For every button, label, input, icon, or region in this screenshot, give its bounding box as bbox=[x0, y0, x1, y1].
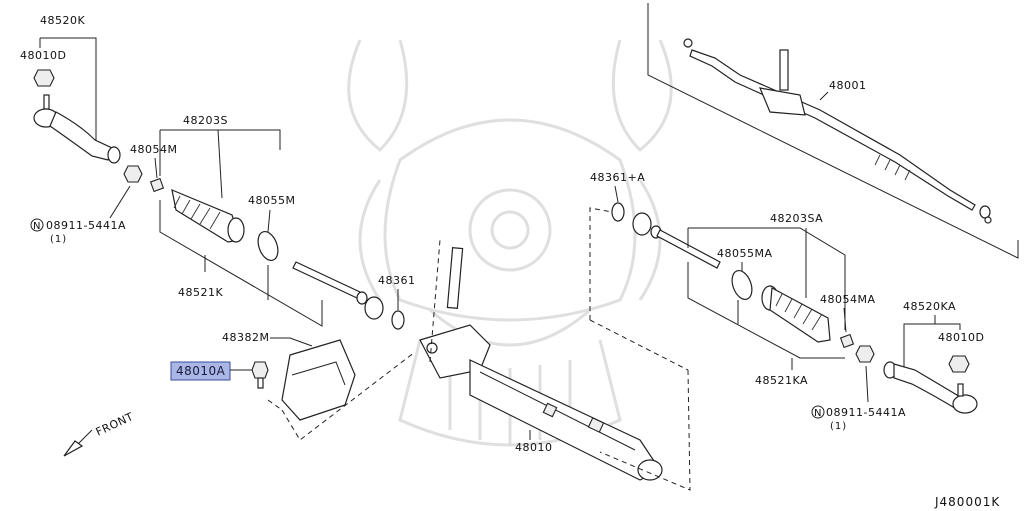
callout-48203SA: 48203SA bbox=[770, 212, 823, 225]
callout-48521KA: 48521KA bbox=[755, 374, 808, 387]
bracket-48520KA bbox=[903, 315, 936, 368]
bracket-48521KA bbox=[687, 262, 845, 359]
callout-48055M: 48055M bbox=[248, 194, 295, 207]
callout-48054M: 48054M bbox=[130, 143, 177, 156]
lock-nut-right bbox=[855, 345, 875, 363]
tie-rod-end-48520K bbox=[33, 94, 121, 164]
callout-08911-left: 08911-5441A bbox=[46, 219, 126, 232]
callout-48521K: 48521K bbox=[178, 286, 223, 299]
callout-48001: 48001 bbox=[829, 79, 867, 92]
n-mark-left: N bbox=[30, 218, 44, 232]
bracket-48203S bbox=[160, 129, 281, 150]
callout-48010: 48010 bbox=[515, 441, 553, 454]
hex-nut-48010D-left bbox=[33, 69, 55, 87]
callout-08911-right-qty: (1) bbox=[830, 421, 847, 432]
frame-48001 bbox=[647, 3, 1019, 259]
svg-text:N: N bbox=[33, 221, 41, 232]
boot-band-48055MA bbox=[731, 269, 753, 301]
callout-48361A: 48361+A bbox=[590, 171, 645, 184]
samurai-helmet-watermark-icon bbox=[347, 39, 673, 447]
inner-tie-rod-48521KA bbox=[632, 212, 721, 269]
front-label: FRONT bbox=[94, 410, 136, 439]
boot-band-48055M bbox=[257, 230, 279, 262]
bracket-48203SA bbox=[688, 227, 846, 330]
ring-48361A bbox=[611, 202, 625, 222]
inner-tie-rod-48521K bbox=[292, 261, 384, 320]
callout-48382M: 48382M bbox=[222, 331, 269, 344]
callout-48361: 48361 bbox=[378, 274, 416, 287]
n-mark-right: N bbox=[811, 405, 825, 419]
bolt-48010A bbox=[251, 361, 269, 389]
bracket-48521K bbox=[159, 200, 323, 327]
svg-text:N: N bbox=[814, 408, 822, 419]
callout-48055MA: 48055MA bbox=[717, 247, 773, 260]
bracket-48520K bbox=[39, 37, 97, 150]
rack-cover-48382M bbox=[281, 339, 356, 421]
boot-clip-48054M bbox=[149, 177, 165, 193]
steering-gear-overview-48001 bbox=[683, 38, 992, 224]
lock-nut-left bbox=[123, 165, 143, 183]
callout-48010D-left: 48010D bbox=[20, 49, 66, 62]
tie-rod-end-48520KA bbox=[883, 361, 978, 414]
callout-48520KA: 48520KA bbox=[903, 300, 956, 313]
steering-boot-48203SA bbox=[761, 285, 831, 343]
callout-48054MA: 48054MA bbox=[820, 293, 876, 306]
ring-48361 bbox=[391, 310, 405, 330]
callout-08911-left-qty: (1) bbox=[50, 234, 67, 245]
hex-nut-48010D-right bbox=[948, 355, 970, 373]
callout-48520K: 48520K bbox=[40, 14, 85, 27]
front-arrow-icon bbox=[63, 429, 93, 457]
diagram-code: J480001K bbox=[934, 495, 1000, 509]
boot-clip-48054MA bbox=[839, 333, 855, 349]
steering-gear-48010 bbox=[419, 247, 663, 481]
callout-48203S: 48203S bbox=[183, 114, 228, 127]
callout-48010D-right: 48010D bbox=[938, 331, 984, 344]
highlight-48010A[interactable]: 48010A bbox=[170, 361, 231, 381]
steering-boot-48203S bbox=[171, 189, 245, 243]
callout-08911-right: 08911-5441A bbox=[826, 406, 906, 419]
callout-48010A: 48010A bbox=[176, 364, 226, 378]
